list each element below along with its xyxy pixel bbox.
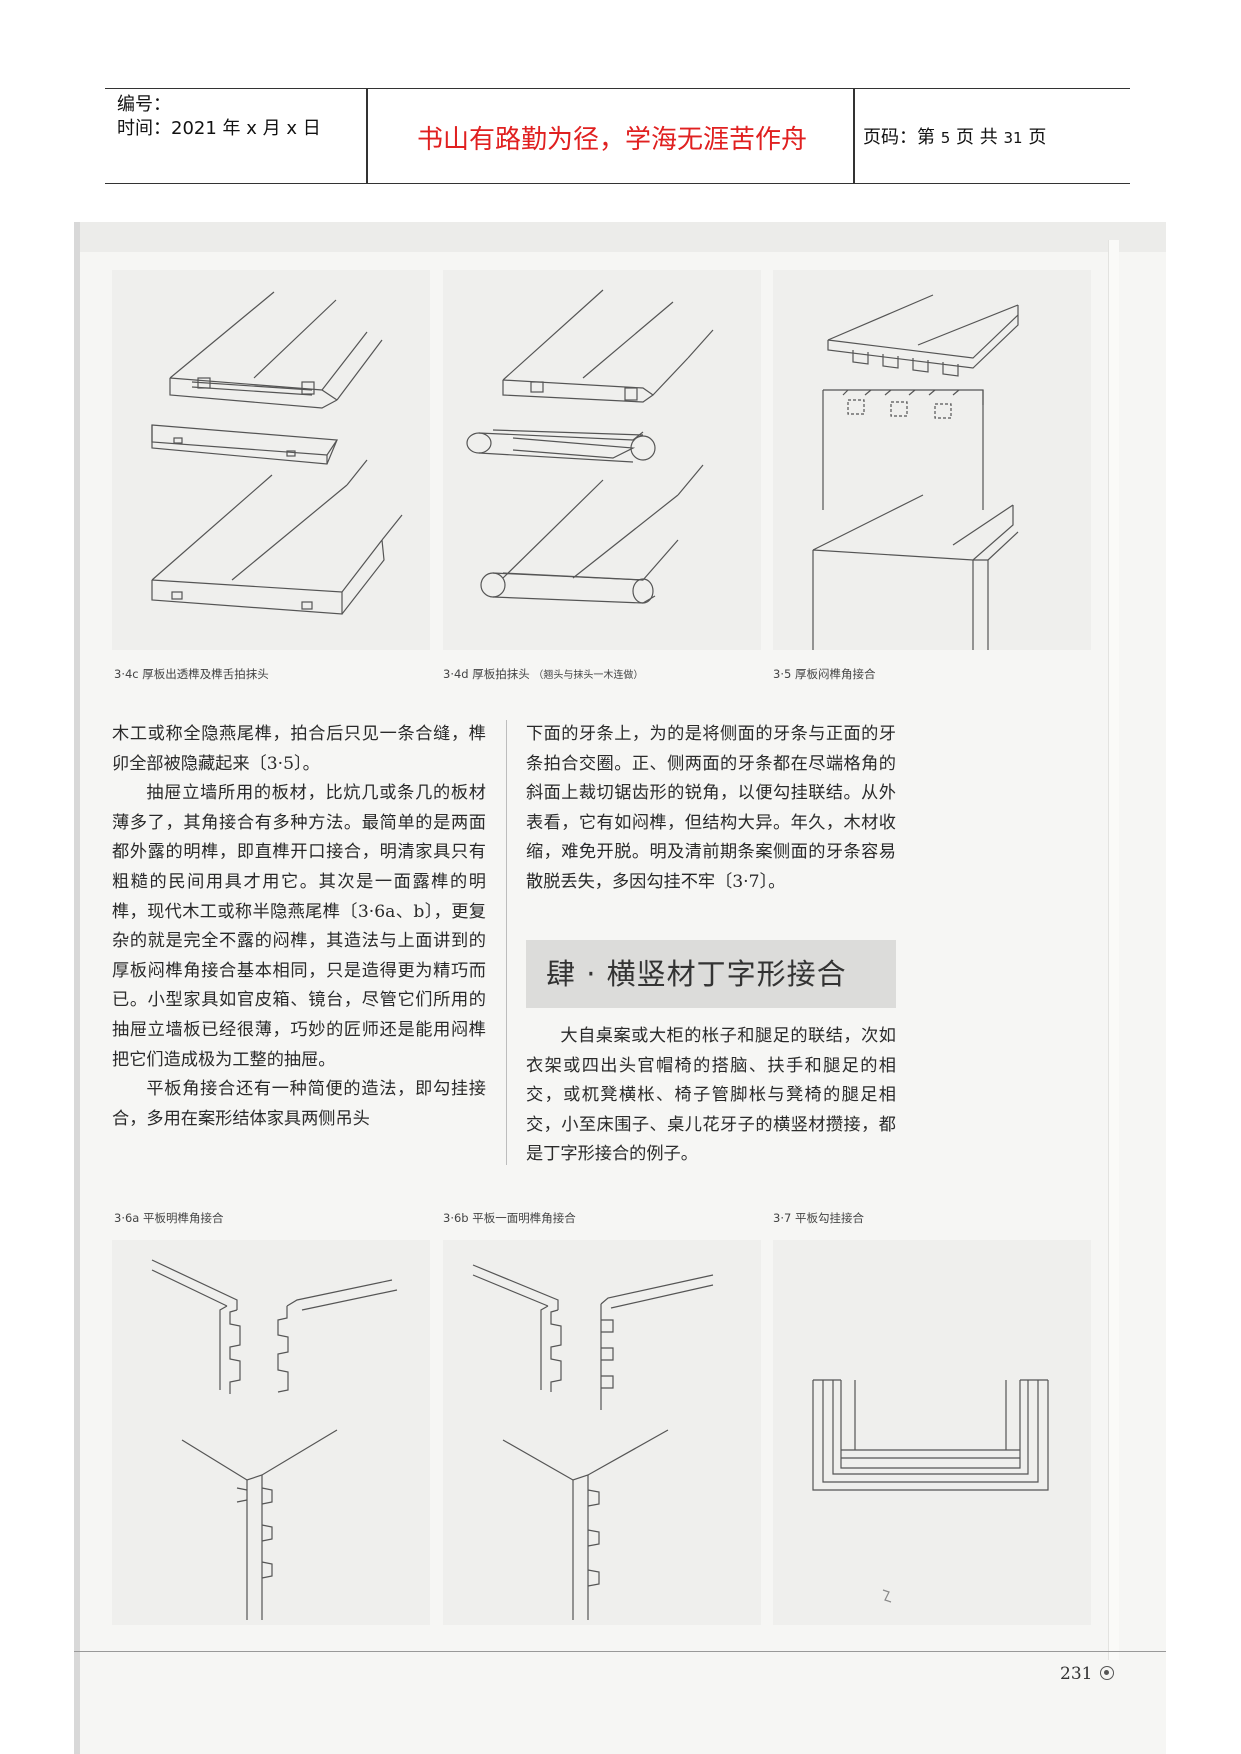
page-marker-icon — [1100, 1666, 1114, 1680]
paragraph: 木工或称全隐燕尾榫，拍合后只见一条合缝，榫卯全部被隐藏起来〔3·5〕。 — [112, 724, 486, 774]
figure-3-6a — [112, 1240, 430, 1625]
page-current: 5 — [940, 129, 951, 147]
scan-left-edge — [74, 222, 80, 1754]
header-motto: 书山有路勤为径，学海无涯苦作舟 — [416, 125, 807, 155]
page-prefix: 页码：第 — [863, 127, 935, 148]
document-header: 编号： 时间：2021 年 x 月 x 日 书山有路勤为径，学海无涯苦作舟 页码… — [105, 88, 1130, 184]
footer-rule — [74, 1651, 1166, 1652]
caption-3-5: 3·5 厚板闷榫角接合 — [773, 667, 876, 681]
figure-3-6b — [443, 1240, 761, 1625]
time-label: 时间：2021 年 x 月 x 日 — [117, 118, 321, 139]
scan-right-margin — [1108, 240, 1119, 1660]
text-column-right-top: 下面的牙条上，为的是将侧面的牙条与正面的牙条拍合交圈。正、侧两面的牙条都在尽端格… — [526, 720, 896, 898]
paragraph: 抽屉立墙所用的板材，比炕几或条几的板材薄多了，其角接合有多种方法。最简单的是两面… — [112, 783, 486, 1070]
figure-3-4d — [443, 270, 761, 650]
scan-top-shadow — [74, 222, 1166, 252]
page-info: 页码：第 5 页 共 31 页 — [863, 123, 1046, 149]
caption-3-4d-main: 3·4d 厚板拍抹头 — [443, 667, 530, 681]
section-heading: 肆 · 横竖材丁字形接合 — [526, 940, 896, 1008]
caption-3-6b: 3·6b 平板一面明榫角接合 — [443, 1211, 576, 1225]
page-middle: 页 共 — [956, 127, 998, 148]
text-column-right-bottom: 大自桌案或大柜的枨子和腿足的联结，次如衣架或四出头官帽椅的搭脑、扶手和腿足的相交… — [526, 1022, 896, 1170]
header-divider — [853, 89, 855, 183]
paragraph: 大自桌案或大柜的枨子和腿足的联结，次如衣架或四出头官帽椅的搭脑、扶手和腿足的相交… — [526, 1026, 896, 1165]
paragraph: 平板角接合还有一种简便的造法，即勾挂接合，多用在案形结体家具两侧吊头 — [112, 1079, 486, 1129]
page-suffix: 页 — [1028, 127, 1047, 148]
text-column-left: 木工或称全隐燕尾榫，拍合后只见一条合缝，榫卯全部被隐藏起来〔3·5〕。 抽屉立墙… — [112, 720, 486, 1134]
header-divider — [366, 89, 368, 183]
header-left-info: 编号： 时间：2021 年 x 月 x 日 — [117, 93, 321, 141]
caption-3-4d-note: （翘头与抹头一木连做） — [533, 670, 644, 681]
number-label: 编号： — [117, 94, 171, 115]
page-total: 31 — [1003, 129, 1023, 147]
caption-3-4d: 3·4d 厚板拍抹头 （翘头与抹头一木连做） — [443, 666, 643, 682]
paragraph: 下面的牙条上，为的是将侧面的牙条与正面的牙条拍合交圈。正、侧两面的牙条都在尽端格… — [526, 724, 896, 892]
caption-3-6a: 3·6a 平板明榫角接合 — [114, 1211, 224, 1225]
figure-3-4c — [112, 270, 430, 650]
caption-3-7: 3·7 平板勾挂接合 — [773, 1211, 864, 1225]
column-divider — [506, 720, 507, 1165]
page-number: 231 — [1060, 1664, 1093, 1684]
figure-3-5 — [773, 270, 1091, 650]
caption-3-4c: 3·4c 厚板出透榫及榫舌拍抹头 — [114, 667, 269, 681]
figure-3-7 — [773, 1240, 1091, 1625]
